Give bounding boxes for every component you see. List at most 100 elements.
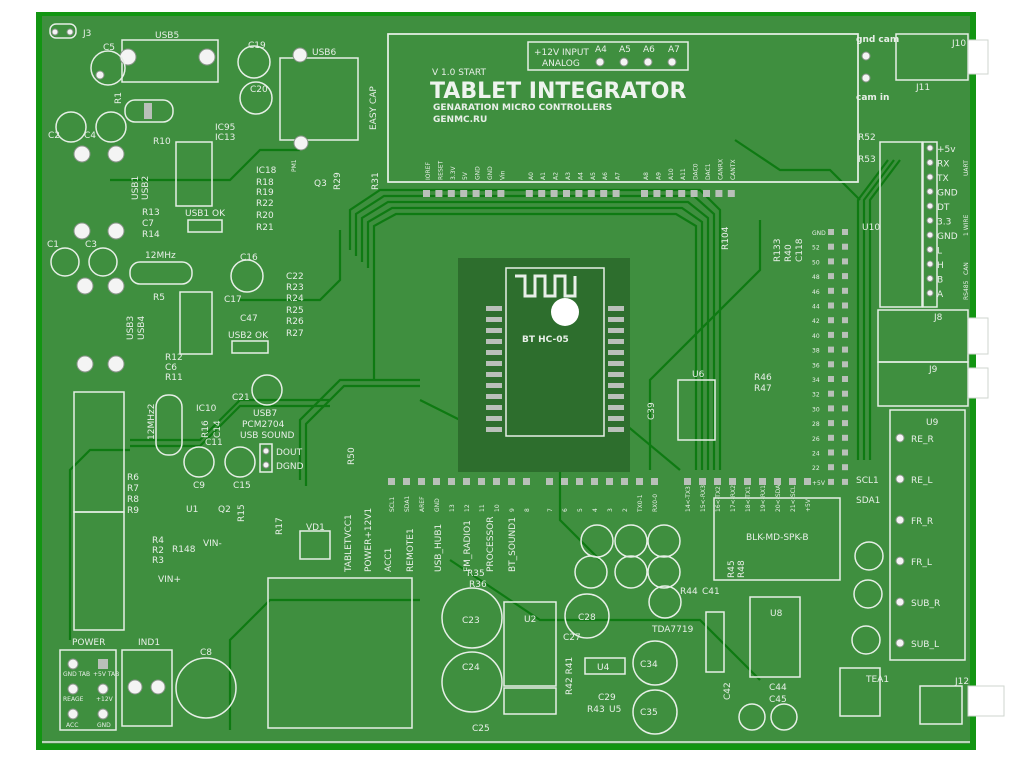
- pin-label: A3: [565, 172, 572, 180]
- svg-text:VIN-: VIN-: [203, 539, 222, 549]
- svg-text:USB5: USB5: [155, 31, 179, 41]
- bt-pad: [486, 394, 502, 399]
- svg-text:cam in: cam in: [856, 93, 889, 103]
- pin-label: 5: [577, 508, 584, 512]
- pin-label: 12: [464, 504, 471, 512]
- bt-pad: [608, 339, 624, 344]
- bt-pad: [486, 405, 502, 410]
- header-pad: [636, 478, 643, 485]
- svg-text:A6: A6: [643, 45, 655, 55]
- audio-output-label: SUB_L: [911, 640, 939, 650]
- uart-pin-label: RX: [937, 160, 949, 170]
- bt-module-pads: [486, 306, 624, 432]
- svg-text:R36: R36: [469, 580, 487, 590]
- pin-label: 38: [812, 348, 820, 355]
- svg-text:SCL1: SCL1: [856, 476, 879, 486]
- header-pad: [828, 302, 834, 309]
- header-pad: [478, 478, 485, 485]
- svg-text:REAGE: REAGE: [63, 696, 84, 703]
- uart-pin-hole: [926, 144, 934, 152]
- header-pad: [828, 390, 834, 397]
- svg-text:A5: A5: [619, 45, 631, 55]
- svg-text:12MHz2: 12MHz2: [147, 404, 157, 440]
- header-pad: [828, 405, 834, 412]
- header-pad: [576, 478, 583, 485]
- pin-label: 24: [812, 451, 820, 458]
- svg-text:C20: C20: [250, 85, 268, 95]
- svg-text:R44: R44: [680, 587, 698, 597]
- pin-label: 16<-TX2: [715, 486, 722, 512]
- pin-label: 8: [524, 508, 531, 512]
- header-pad: [485, 190, 492, 197]
- header-pad: [423, 190, 430, 197]
- svg-text:R17: R17: [275, 517, 285, 535]
- header-pad: [842, 302, 848, 309]
- svg-text:C21: C21: [232, 393, 250, 403]
- header-pad: [774, 478, 781, 485]
- header-pad: [828, 273, 834, 280]
- uart-pin-hole: [926, 289, 934, 297]
- svg-text:R35: R35: [467, 569, 485, 579]
- audio-power-section: R35 R36 C23 C24 C25 U2 C28 C27 R42 R41 U…: [441, 497, 841, 735]
- svg-text:C6: C6: [165, 363, 177, 373]
- svg-text:C17: C17: [224, 295, 242, 305]
- svg-text:12MHz: 12MHz: [145, 251, 176, 261]
- audio-output-pad: [895, 556, 905, 566]
- svg-text:TEA1: TEA1: [865, 675, 889, 685]
- svg-text:A4: A4: [595, 45, 607, 55]
- svg-text:C24: C24: [462, 663, 480, 673]
- svg-text:VIN+: VIN+: [158, 575, 181, 585]
- pin-label: 13: [449, 504, 456, 512]
- header-pad: [727, 190, 735, 197]
- pin-label: SDA1: [404, 496, 411, 512]
- uart-pin-label: GND: [937, 232, 958, 242]
- bt-pad: [608, 416, 624, 421]
- audio-output-label: FR_L: [911, 558, 932, 568]
- svg-text:R26: R26: [286, 317, 304, 327]
- svg-text:R9: R9: [127, 506, 139, 516]
- audio-output-pad: [895, 597, 905, 607]
- pin-label: TX0-1: [637, 494, 644, 513]
- uart-group-label: RS485: [963, 280, 970, 300]
- uart-group-label: 1 WIRE: [963, 214, 970, 236]
- svg-text:R104: R104: [721, 226, 731, 250]
- pin-label: A1: [540, 172, 547, 180]
- pin-label: 28: [812, 421, 820, 428]
- svg-text:R53: R53: [858, 155, 876, 165]
- bt-pad: [608, 372, 624, 377]
- pin-label: A9: [655, 172, 662, 180]
- usb-sound-section: 12MHz2 IC10 R16 C14 C11 C21 USB7 PCM2704…: [147, 374, 357, 491]
- switch-label: PROCESSOR: [486, 517, 496, 573]
- switch-label: ACC1: [384, 548, 394, 572]
- svg-text:R133: R133: [773, 239, 783, 262]
- switch-label: USB_HUB1: [434, 524, 444, 572]
- svg-text:J3: J3: [82, 29, 91, 39]
- header-pad: [828, 331, 834, 338]
- header-pad: [842, 258, 848, 265]
- header-pad: [651, 478, 658, 485]
- header-pad: [842, 420, 848, 427]
- header-pad: [665, 190, 673, 197]
- header-pad: [497, 190, 505, 197]
- svg-text:R11: R11: [165, 373, 183, 383]
- pin-label: 5V: [462, 171, 469, 180]
- board-title: TABLET INTEGRATOR: [430, 79, 686, 104]
- pin-label: A11: [680, 168, 687, 180]
- svg-text:TDA7719: TDA7719: [651, 625, 694, 635]
- header-pad: [842, 449, 848, 456]
- svg-text:IND1: IND1: [138, 638, 160, 648]
- header-pad: [714, 478, 721, 485]
- pin-label: GND: [812, 230, 826, 237]
- bt-module-label: BT HC-05: [522, 335, 569, 345]
- svg-text:C7: C7: [142, 219, 154, 229]
- svg-text:PM1: PM1: [291, 159, 298, 172]
- header-pad: [828, 449, 834, 456]
- pin-label: 15<-RX3: [700, 485, 707, 512]
- uart-group-label: UART: [963, 160, 970, 176]
- audio-output-label: SUB_R: [911, 599, 940, 609]
- header-pad: [842, 331, 848, 338]
- uart-pin-label: DT: [937, 203, 950, 213]
